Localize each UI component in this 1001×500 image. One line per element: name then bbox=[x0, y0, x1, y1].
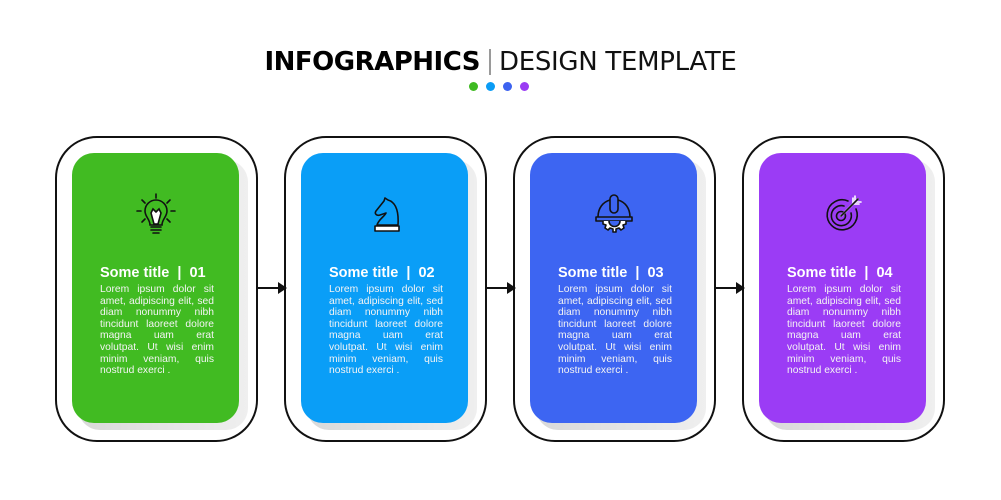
step-card-3: Some title | 03 Lorem ipsum dolor sit am… bbox=[530, 153, 697, 423]
arrow-3-to-4 bbox=[715, 282, 745, 294]
arrow-1-to-2 bbox=[257, 282, 287, 294]
step-description-3: Lorem ipsum dolor sit amet, adipiscing e… bbox=[558, 284, 672, 377]
dot-blue bbox=[486, 82, 495, 91]
step-card-4: Some title | 04 Lorem ipsum dolor sit am… bbox=[759, 153, 926, 423]
dot-purple bbox=[520, 82, 529, 91]
infographic-header: INFOGRAPHICS DESIGN TEMPLATE bbox=[0, 47, 1001, 81]
color-dots bbox=[469, 82, 529, 92]
hard-hat-gear-icon bbox=[591, 191, 637, 237]
target-arrow-icon bbox=[820, 191, 866, 237]
chess-knight-icon bbox=[362, 191, 408, 237]
title-bold: INFOGRAPHICS bbox=[264, 47, 480, 77]
title-separator bbox=[489, 49, 491, 75]
lightbulb-icon bbox=[133, 191, 179, 237]
step-card-2: Some title | 02 Lorem ipsum dolor sit am… bbox=[301, 153, 468, 423]
step-title-2: Some title | 02 bbox=[329, 265, 435, 281]
title-thin: DESIGN TEMPLATE bbox=[499, 47, 737, 77]
step-card-1: Some title | 01 Lorem ipsum dolor sit am… bbox=[72, 153, 239, 423]
arrow-2-to-3 bbox=[486, 282, 516, 294]
step-description-4: Lorem ipsum dolor sit amet, adipiscing e… bbox=[787, 284, 901, 377]
step-title-4: Some title | 04 bbox=[787, 265, 893, 281]
step-description-2: Lorem ipsum dolor sit amet, adipiscing e… bbox=[329, 284, 443, 377]
step-description-1: Lorem ipsum dolor sit amet, adipiscing e… bbox=[100, 284, 214, 377]
dot-green bbox=[469, 82, 478, 91]
step-title-1: Some title | 01 bbox=[100, 265, 206, 281]
step-title-3: Some title | 03 bbox=[558, 265, 664, 281]
dot-indigo bbox=[503, 82, 512, 91]
